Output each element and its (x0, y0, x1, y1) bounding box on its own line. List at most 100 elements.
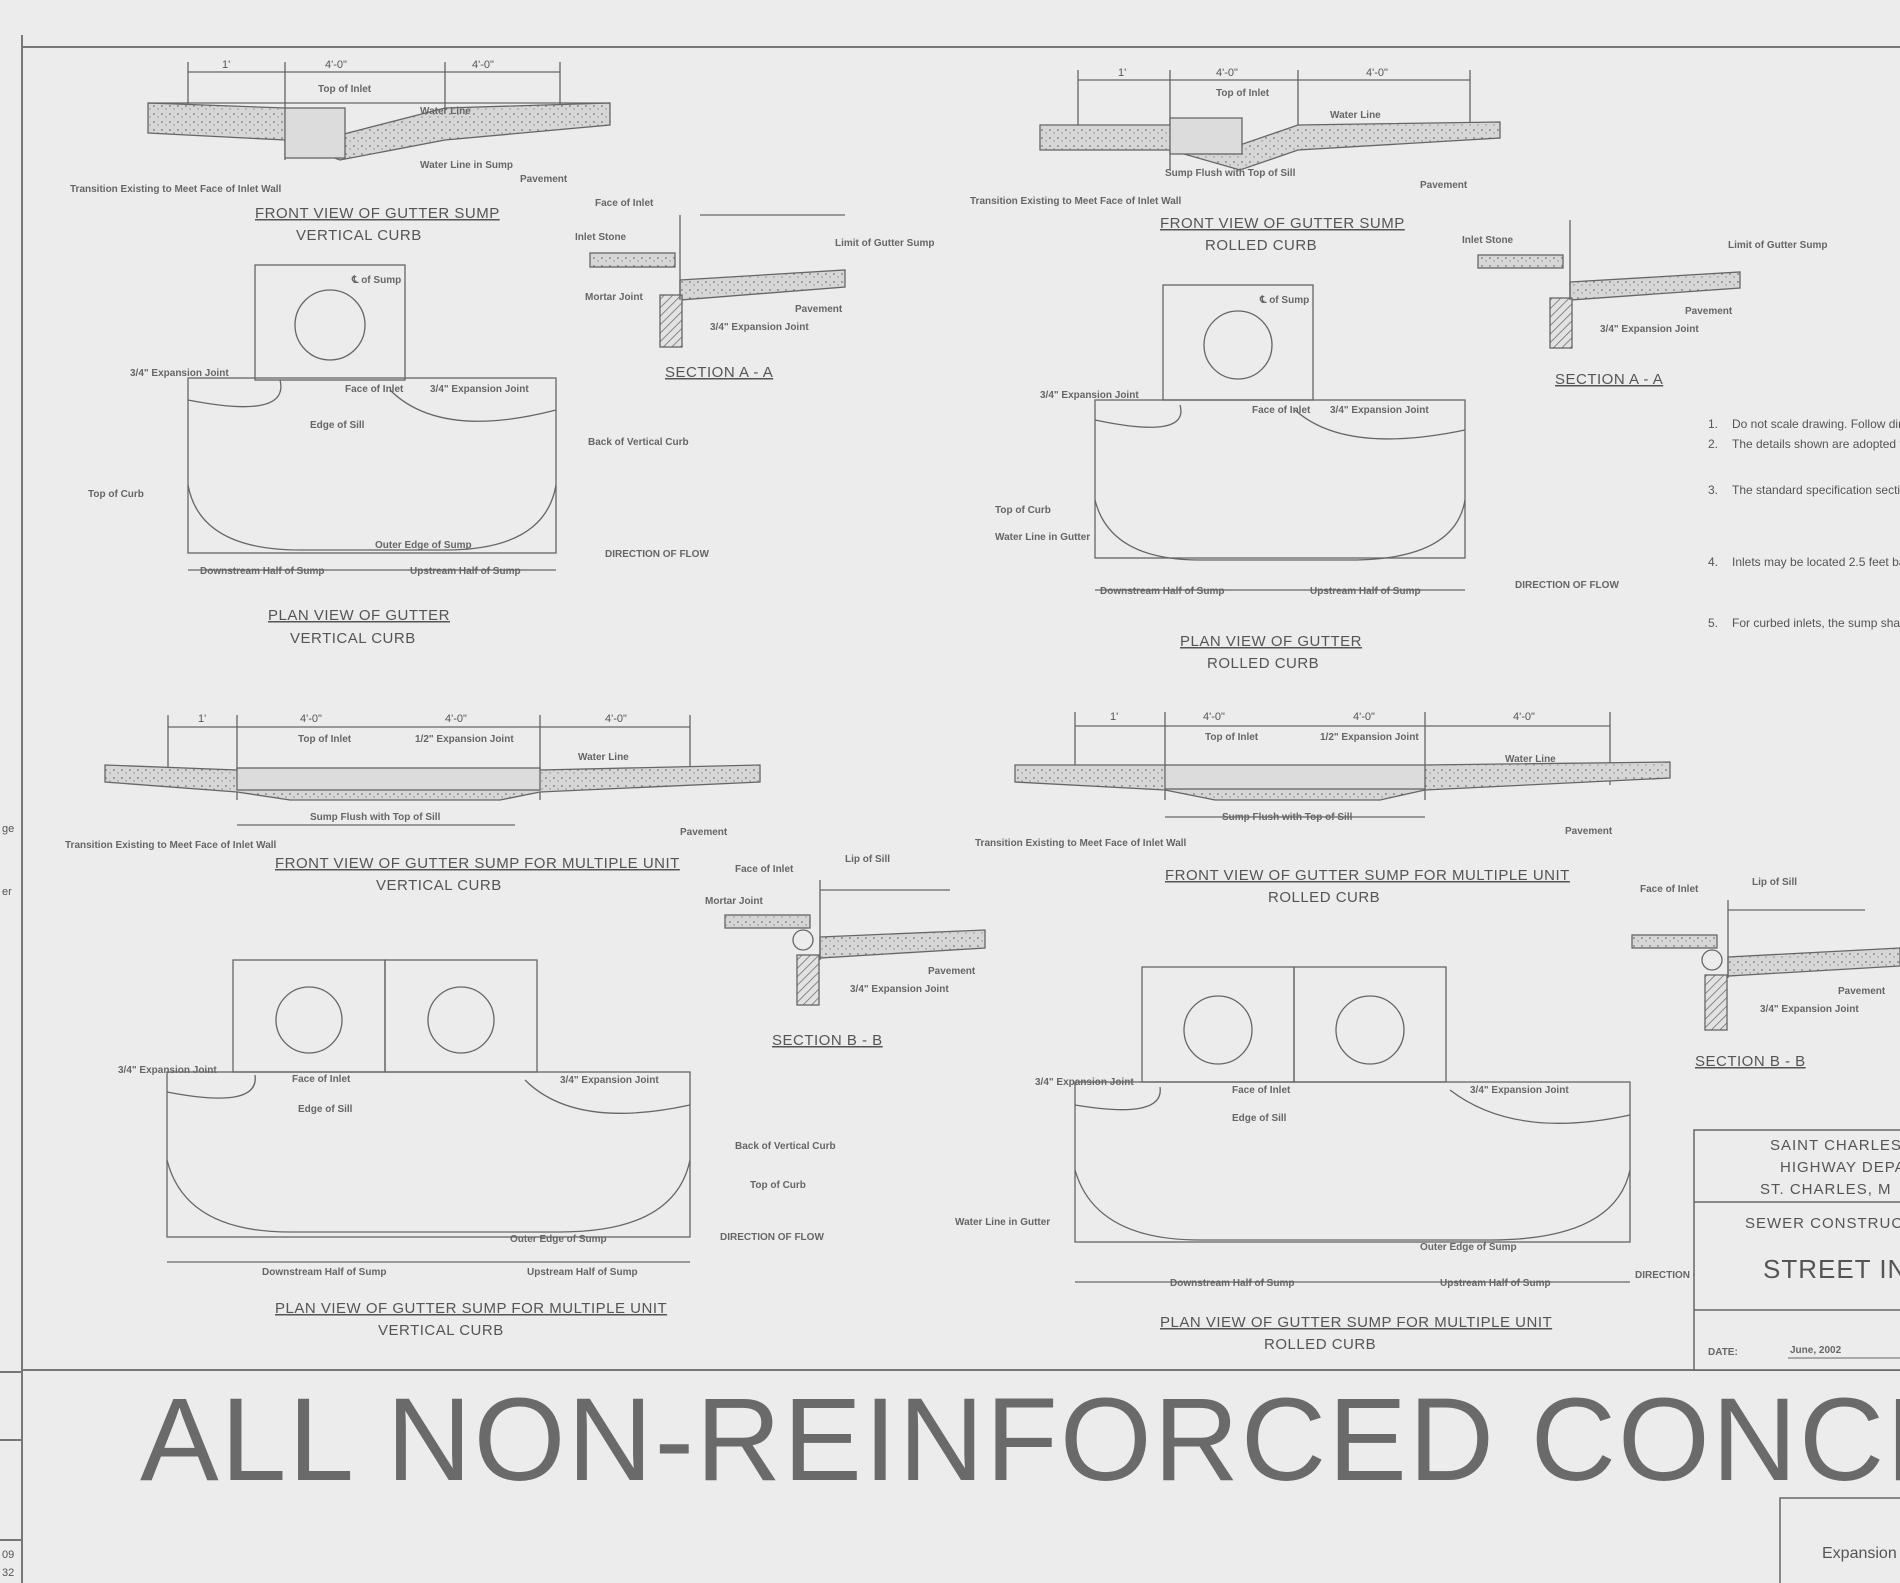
label-face-inlet-p2: Face of Inlet (1252, 405, 1311, 416)
tb-agency-2: HIGHWAY DEPA (1780, 1159, 1900, 1176)
label-cl-sump-b: ℄ of Sump (1259, 295, 1309, 306)
label-top-of-inlet-d: Top of Inlet (1205, 732, 1259, 743)
banner-text: ALL NON-REINFORCED CONCRETE (140, 1374, 1900, 1506)
label-downstream-p3: Downstream Half of Sump (262, 1267, 386, 1278)
label-pavement-s4: Pavement (1838, 986, 1886, 997)
note-5-num: 5. (1708, 616, 1718, 630)
label-pavement-s2: Pavement (1685, 306, 1733, 317)
label-downstream-p4: Downstream Half of Sump (1170, 1278, 1294, 1289)
label-edge-sill-p4: Edge of Sill (1232, 1113, 1287, 1124)
label-top-of-inlet-c: Top of Inlet (298, 734, 352, 745)
section-aa-1 (589, 214, 846, 348)
label-water-gutter-p4: Water Line in Gutter (955, 1217, 1050, 1228)
label-upstream-p1: Upstream Half of Sump (410, 566, 521, 577)
label-flow-p4: DIRECTION OF FLOW (1635, 1270, 1739, 1281)
front-vertical-subtitle: VERTICAL CURB (296, 227, 422, 244)
section-bb-2 (1631, 900, 1900, 1031)
label-exp-half-c: 1/2" Expansion Joint (415, 734, 514, 745)
label-face-inlet-p3: Face of Inlet (292, 1074, 351, 1085)
label-inlet-stone-b: Inlet Stone (1462, 235, 1514, 246)
sump-circle-a (294, 289, 366, 361)
dim-4ft-j: 4'-0" (1513, 711, 1535, 723)
label-lip-sill-s3: Lip of Sill (845, 854, 890, 865)
label-pavement-c: Pavement (680, 827, 728, 838)
label-lip-sill-s4: Lip of Sill (1752, 877, 1797, 888)
label-sump-flush-d: Sump Flush with Top of Sill (1222, 812, 1353, 823)
note-4-text: Inlets may be located 2.5 feet back of r… (1732, 555, 1900, 569)
edge-text-c: 09 (2, 1549, 14, 1561)
label-exp-joint-p2a: 3/4" Expansion Joint (1040, 390, 1139, 401)
label-pavement-s3: Pavement (928, 966, 976, 977)
plan-view-multi-rolled (1074, 966, 1631, 1283)
dim-1ft-a: 1' (222, 59, 230, 71)
plan-rolled-title: PLAN VIEW OF GUTTER (1180, 633, 1362, 650)
plan-vertical-subtitle: VERTICAL CURB (290, 630, 416, 647)
edge-text-b: er (2, 886, 12, 898)
dim-4ft-i: 4'-0" (1353, 711, 1375, 723)
title-block (1693, 1129, 1900, 1371)
label-exp-joint-p4b: 3/4" Expansion Joint (1470, 1085, 1569, 1096)
label-water-line-d: Water Line (1505, 754, 1556, 765)
plan-multi-rolled-title: PLAN VIEW OF GUTTER SUMP FOR MULTIPLE UN… (1160, 1314, 1552, 1331)
note-1-num: 1. (1708, 417, 1718, 431)
sump-circle-c (275, 986, 343, 1054)
footer-expansion: Expansion (1822, 1545, 1897, 1562)
plan-rolled-subtitle: ROLLED CURB (1207, 655, 1319, 672)
tb-agency-1: SAINT CHARLES (1770, 1137, 1900, 1154)
label-water-line-a: Water Line (420, 106, 471, 117)
label-exp-joint-p2b: 3/4" Expansion Joint (1330, 405, 1429, 416)
label-sump-flush-b: Sump Flush with Top of Sill (1165, 168, 1296, 179)
label-exp-joint-p1b: 3/4" Expansion Joint (430, 384, 529, 395)
label-exp-joint-s4: 3/4" Expansion Joint (1760, 1004, 1859, 1015)
label-cl-sump-a: ℄ of Sump (351, 275, 401, 286)
section-aa-2-title: SECTION A - A (1555, 371, 1663, 388)
section-aa-1-title: SECTION A - A (665, 364, 773, 381)
label-face-inlet-p1: Face of Inlet (345, 384, 404, 395)
label-flow-p2: DIRECTION OF FLOW (1515, 580, 1619, 591)
edge-text-a: ge (2, 823, 14, 835)
label-outer-edge-p4: Outer Edge of Sump (1420, 1242, 1517, 1253)
dim-4ft-g: 4'-0" (605, 713, 627, 725)
label-face-of-inlet-s1: Face of Inlet (595, 198, 654, 209)
label-exp-joint-s3: 3/4" Expansion Joint (850, 984, 949, 995)
section-aa-2 (1477, 220, 1741, 349)
label-sump-flush-c: Sump Flush with Top of Sill (310, 812, 441, 823)
label-pavement-a: Pavement (520, 174, 568, 185)
front-multi-vertical-subtitle: VERTICAL CURB (376, 877, 502, 894)
label-top-curb-p1: Top of Curb (88, 489, 144, 500)
label-face-inlet-s3: Face of Inlet (735, 864, 794, 875)
tb-drawing: STREET INLET (1763, 1254, 1900, 1284)
front-multi-rolled-subtitle: ROLLED CURB (1268, 889, 1380, 906)
dim-4ft-e: 4'-0" (300, 713, 322, 725)
sump-circle-e (1183, 995, 1253, 1065)
label-top-of-inlet-b: Top of Inlet (1216, 88, 1270, 99)
tb-agency-3: ST. CHARLES, M (1760, 1181, 1892, 1198)
plan-view-multi-vertical (166, 959, 691, 1263)
tb-date-label: DATE: (1708, 1347, 1738, 1358)
dim-4ft-h: 4'-0" (1203, 711, 1225, 723)
plan-multi-vertical-subtitle: VERTICAL CURB (378, 1322, 504, 1339)
note-5-text: For curbed inlets, the sump shall be 2.0… (1732, 616, 1900, 630)
note-1-text: Do not scale drawing. Follow dimensions. (1732, 417, 1900, 431)
note-3-text: The standard specification sections refe… (1732, 483, 1900, 497)
label-back-curb-p3: Back of Vertical Curb (735, 1141, 836, 1152)
front-view-rolled (1039, 70, 1501, 171)
dim-4ft-a: 4'-0" (325, 59, 347, 71)
label-top-of-inlet-a: Top of Inlet (318, 84, 372, 95)
label-transition-c: Transition Existing to Meet Face of Inle… (65, 840, 277, 851)
label-exp-joint-p3b: 3/4" Expansion Joint (560, 1075, 659, 1086)
label-upstream-p4: Upstream Half of Sump (1440, 1278, 1551, 1289)
dim-1ft-d: 1' (1110, 711, 1118, 723)
label-inlet-stone-a: Inlet Stone (575, 232, 627, 243)
footer-box (1779, 1497, 1900, 1583)
dim-4ft-f: 4'-0" (445, 713, 467, 725)
label-water-line-b: Water Line (1330, 110, 1381, 121)
note-3-num: 3. (1708, 483, 1718, 497)
front-vertical-title: FRONT VIEW OF GUTTER SUMP (255, 205, 500, 222)
label-exp-joint-p3a: 3/4" Expansion Joint (118, 1065, 217, 1076)
front-rolled-title: FRONT VIEW OF GUTTER SUMP (1160, 215, 1405, 232)
note-2-text: The details shown are adopted from Stand… (1732, 437, 1900, 451)
label-transition-a: Transition Existing to Meet Face of Inle… (70, 184, 282, 195)
section-bb-2-title: SECTION B - B (1695, 1053, 1806, 1070)
label-upstream-p3: Upstream Half of Sump (527, 1267, 638, 1278)
